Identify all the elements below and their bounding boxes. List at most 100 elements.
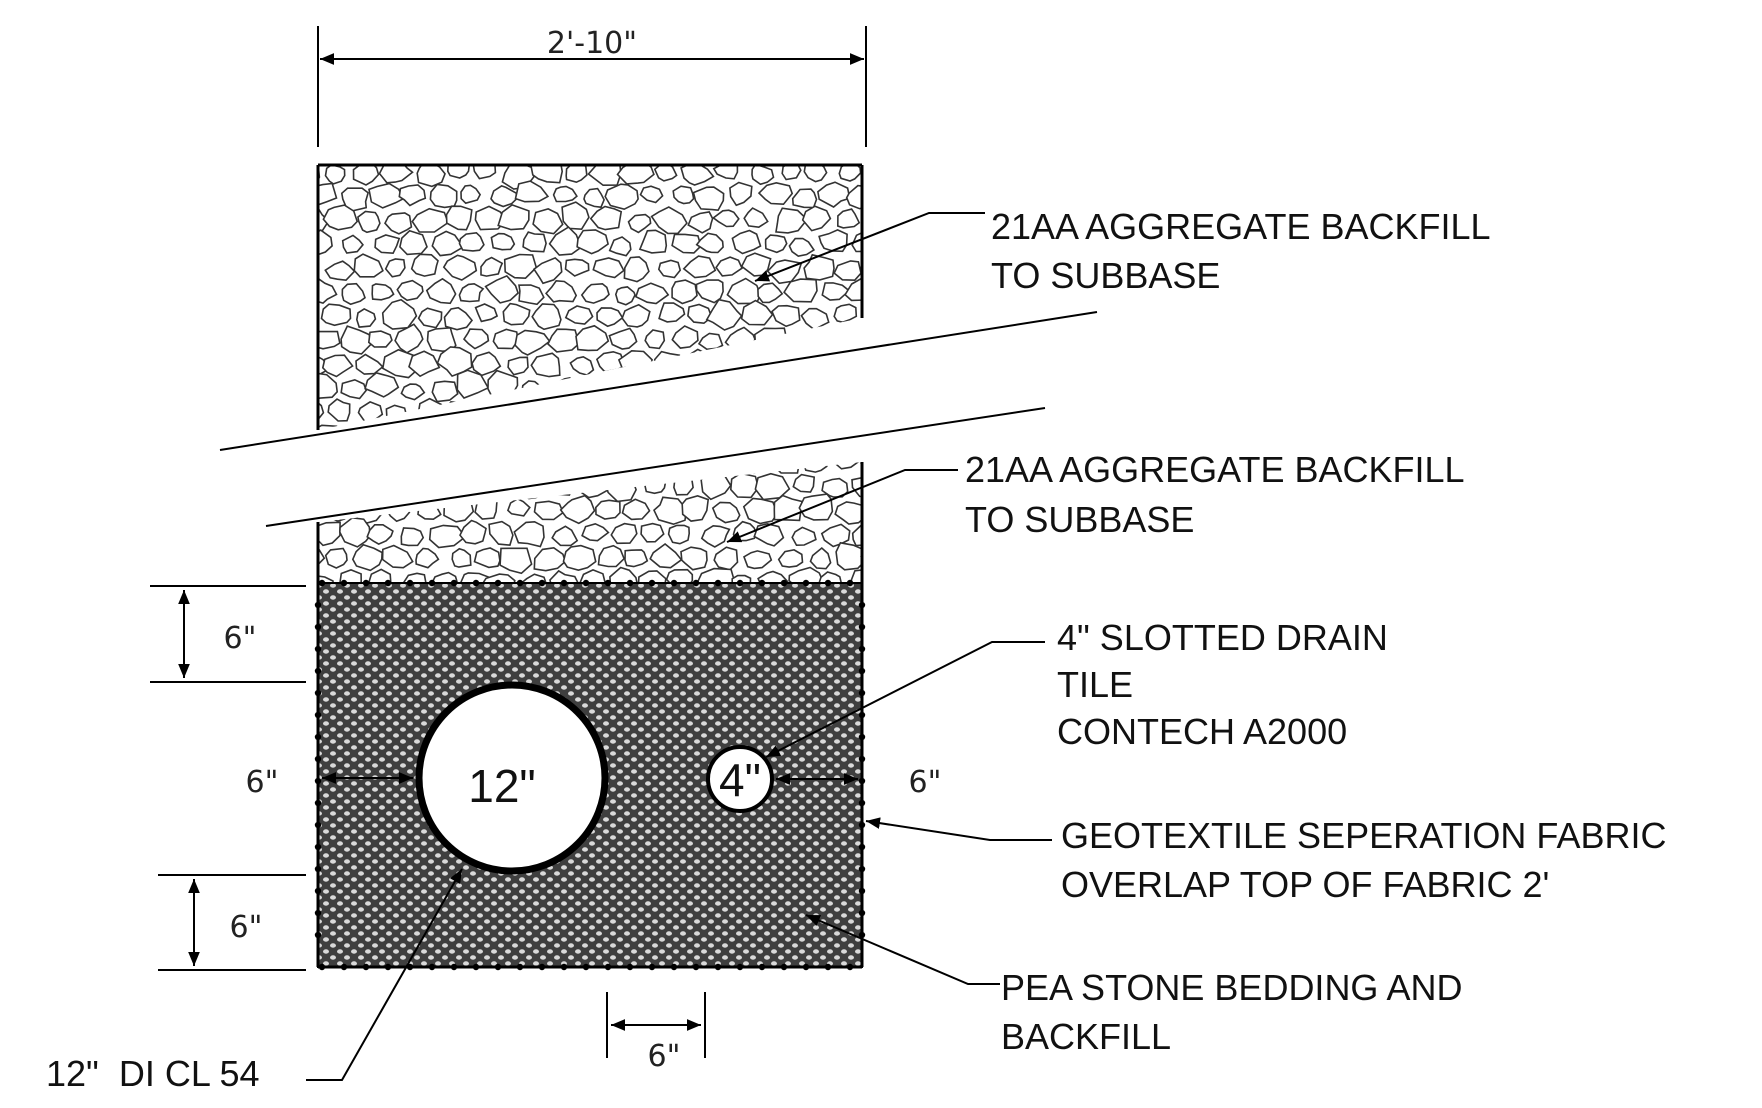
aggregate-stone	[425, 277, 457, 305]
fabric-dot	[780, 579, 788, 587]
pipe-spacing-label: 6"	[648, 1039, 681, 1074]
aggregate-stone	[757, 181, 794, 206]
fabric-dot	[846, 579, 854, 587]
aggregate-stone	[695, 232, 724, 254]
aggregate-stone	[507, 462, 534, 473]
aggregate-stone	[411, 207, 450, 233]
aggregate-stone	[833, 351, 862, 379]
aggregate-stone	[564, 305, 594, 325]
callout-main-pipe: 12" DI CL 54	[46, 1053, 260, 1094]
aggregate-stone	[355, 307, 377, 328]
aggregate-stone	[743, 550, 773, 570]
aggregate-stone	[324, 260, 356, 282]
aggregate-stone	[589, 205, 623, 231]
aggregate-stone	[580, 282, 610, 304]
aggregate-stone	[751, 165, 775, 186]
aggregate-stone	[447, 462, 474, 471]
aggregate-stone	[753, 522, 785, 547]
aggregate-stone	[514, 180, 550, 203]
aggregate-stone	[681, 495, 710, 522]
aggregate-stone	[711, 462, 744, 475]
aggregate-stone	[592, 257, 625, 279]
aggregate-stone	[809, 546, 832, 570]
aggregate-stone	[644, 477, 667, 495]
aggregate-stone	[552, 185, 578, 203]
aggregate-stone	[357, 210, 381, 234]
aggregate-stone	[860, 543, 862, 574]
aggregate-stone	[650, 206, 688, 235]
aggregate-stone	[339, 473, 366, 498]
aggregate-stone	[518, 284, 545, 306]
aggregate-stone	[627, 213, 652, 234]
aggregate-stone	[378, 165, 414, 184]
aggregate-stone	[616, 165, 655, 185]
aggregate-stone	[521, 424, 550, 430]
aggregate-stone	[849, 568, 862, 583]
aggregate-stone	[320, 462, 352, 478]
aggregate-stone	[431, 380, 459, 403]
aggregate-stone	[607, 427, 635, 430]
aggregate-stone	[740, 252, 772, 277]
aggregate-stone	[417, 500, 442, 521]
aggregate-stone	[781, 165, 802, 181]
aggregate-stone	[341, 282, 366, 306]
right-clearance-label: 6"	[909, 765, 942, 800]
aggregate-stone	[400, 527, 425, 547]
aggregate-stone	[836, 208, 861, 229]
aggregate-stone	[653, 350, 681, 375]
aggregate-backfill-upper	[318, 165, 889, 430]
aggregate-stone	[559, 494, 596, 525]
aggregate-stone	[451, 547, 472, 568]
aggregate-stone	[522, 231, 547, 253]
aggregate-stone	[410, 462, 442, 475]
aggregate-stone	[569, 355, 595, 376]
aggregate-stone	[428, 524, 467, 549]
aggregate-stone	[364, 372, 400, 398]
aggregate-stone	[338, 516, 371, 548]
aggregate-stone	[562, 544, 597, 572]
aggregate-stone	[318, 278, 338, 304]
aggregate-stone	[456, 369, 490, 399]
trench-width-label: 2'-10"	[547, 26, 637, 61]
aggregate-stone	[788, 237, 816, 257]
aggregate-stone	[672, 185, 695, 205]
aggregate-stone	[353, 253, 384, 278]
aggregate-stone	[387, 462, 416, 475]
fabric-dot	[648, 579, 656, 587]
aggregate-stone	[695, 279, 724, 304]
aggregate-stone	[617, 349, 653, 380]
aggregate-stone	[866, 358, 889, 376]
aggregate-stone	[415, 547, 440, 569]
aggregate-stone	[717, 404, 738, 424]
aggregate-stone	[753, 327, 789, 355]
aggregate-stone	[548, 226, 583, 256]
aggregate-stone	[521, 380, 545, 400]
aggregate-stone	[712, 209, 740, 228]
aggregate-stone	[399, 474, 430, 497]
aggregate-stone	[339, 569, 363, 583]
callout-geotextile: GEOTEXTILE SEPERATION FABRIC OVERLAP TOP…	[1061, 815, 1666, 905]
aggregate-stone	[667, 424, 700, 430]
aggregate-stone	[687, 303, 713, 325]
aggregate-stone	[791, 526, 817, 547]
aggregate-stone	[443, 306, 474, 331]
aggregate-stone	[503, 253, 538, 280]
aggregate-stone	[671, 279, 698, 305]
fabric-dot	[406, 579, 414, 587]
aggregate-stone	[384, 258, 406, 278]
aggregate-stone	[318, 521, 341, 547]
aggregate-stone	[459, 519, 487, 545]
fabric-dot	[384, 579, 392, 587]
aggregate-stone	[817, 181, 851, 208]
aggregate-stone	[818, 229, 848, 253]
aggregate-stone	[594, 499, 621, 520]
aggregate-stone	[665, 568, 694, 583]
aggregate-stone	[520, 573, 547, 583]
callout-aggregate-lower: 21AA AGGREGATE BACKFILL TO SUBBASE	[965, 449, 1465, 540]
aggregate-stone	[764, 234, 788, 254]
aggregate-stone	[318, 478, 338, 500]
aggregate-stone	[513, 520, 545, 548]
aggregate-stone	[757, 378, 791, 403]
aggregate-stone	[583, 187, 605, 209]
